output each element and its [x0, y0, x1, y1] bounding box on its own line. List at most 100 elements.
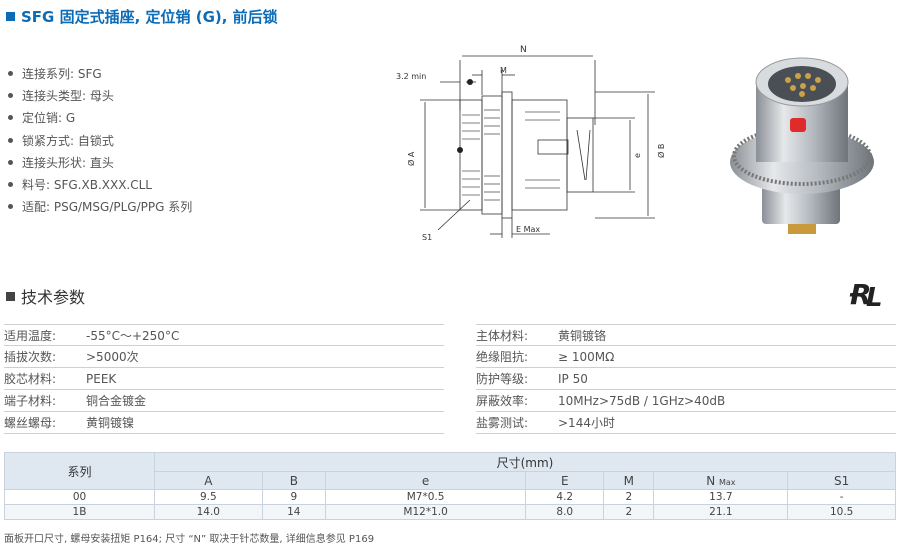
param-row: 螺丝螺母: 黄铜镀镍: [4, 412, 444, 434]
table-cell: 1B: [4, 504, 155, 520]
table-cell: 4.2: [525, 489, 605, 505]
spec-text: 定位销: G: [22, 111, 76, 126]
dim-min-label: 3.2 min: [396, 72, 426, 81]
col-header-s1: S1: [787, 471, 896, 490]
param-row: 防护等级: IP 50: [476, 368, 896, 390]
series-header: 系列: [4, 452, 155, 490]
param-value: 黄铜镀镍: [86, 416, 135, 430]
param-label: 适用温度:: [4, 328, 57, 343]
dim-e-label: e: [633, 153, 642, 158]
param-label: 防护等级:: [476, 372, 529, 386]
col-header-n-suffix: Max: [719, 477, 736, 487]
spec-item: 连接头类型: 母头: [8, 84, 192, 106]
title-marker: [6, 12, 15, 21]
spec-item: 料号: SFG.XB.XXX.CLL: [8, 173, 192, 195]
param-row: 胶芯材料: PEEK: [4, 368, 444, 390]
spec-text: 锁紧方式: 自锁式: [22, 133, 114, 148]
table-cell: M12*1.0: [325, 504, 527, 520]
col-header-n-text: N: [706, 473, 716, 488]
table-row: 1B 14.0 14 M12*1.0 8.0 2 21.1 10.5: [4, 504, 896, 520]
param-row: 插拔次数:>5000次: [4, 346, 444, 368]
footnote: 面板开口尺寸, 螺母安装扭矩 P164; 尺寸 “N” 取决于针芯数量, 详细信…: [4, 534, 375, 545]
table-cell: 10.5: [787, 504, 896, 520]
param-label: 端子材料:: [4, 394, 57, 408]
section-marker: [6, 291, 15, 301]
param-label: 盐雾测试:: [476, 416, 529, 430]
section-title: 技术参数: [6, 284, 85, 308]
param-value: >5000次: [86, 350, 139, 364]
param-value: 黄铜镀铬: [558, 328, 607, 343]
params-left: 适用温度:-55°C～+250°C 插拔次数:>5000次 胶芯材料:PEEK …: [4, 324, 444, 434]
table-cell: 14: [261, 504, 327, 520]
col-header-e: E: [525, 471, 605, 490]
dim-n-label: N: [520, 45, 527, 55]
param-label: 主体材料:: [476, 328, 529, 343]
param-label: 屏蔽效率:: [476, 394, 529, 408]
param-value: PEEK: [86, 371, 117, 386]
param-value: IP 50: [558, 371, 588, 386]
bullet-icon: [8, 159, 13, 165]
spec-text: 连接头形状: 直头: [22, 155, 114, 170]
param-value: 铜合金镀金: [86, 394, 147, 408]
spec-item: 连接系列: SFG: [8, 62, 192, 84]
param-value: >144小时: [558, 416, 615, 430]
param-value: ≥ 100MΩ: [558, 349, 615, 364]
dim-a-label: Ø A: [406, 151, 416, 166]
spec-text: 料号: SFG.XB.XXX.CLL: [22, 178, 152, 193]
bullet-icon: [8, 182, 13, 188]
bullet-icon: [8, 115, 13, 121]
dim-m-label: M: [500, 66, 507, 75]
col-header-a: A: [154, 471, 263, 490]
col-header-m: M: [603, 471, 655, 490]
param-row: 屏蔽效率: 10MHz>75dB / 1GHz>40dB: [476, 390, 896, 412]
size-header: 尺寸(mm): [154, 452, 896, 472]
col-header-b: B: [261, 471, 327, 490]
bullet-icon: [8, 70, 13, 76]
spec-item: 连接头形状: 直头: [8, 151, 192, 173]
svg-text:L: L: [866, 283, 883, 312]
spec-item: 锁紧方式: 自锁式: [8, 129, 192, 151]
table-cell: M7*0.5: [325, 489, 527, 505]
section-title-text: 技术参数: [21, 288, 86, 307]
param-row: 主体材料: 黄铜镀铬: [476, 324, 896, 346]
table-row: 00 9.5 9 M7*0.5 4.2 2 13.7 -: [4, 489, 896, 505]
page-title: SFG 固定式插座, 定位销 (G), 前后锁: [6, 6, 278, 27]
table-cell: 21.1: [653, 504, 789, 520]
table-cell: 8.0: [525, 504, 605, 520]
connector-photo: [730, 57, 874, 234]
table-cell: 00: [4, 489, 155, 505]
param-row: 端子材料: 铜合金镀金: [4, 390, 444, 412]
ul-certification-logo: Ɍ L: [849, 278, 883, 312]
spec-text: 连接头类型: 母头: [22, 88, 114, 103]
param-row: 绝缘阻抗: ≥ 100MΩ: [476, 346, 896, 368]
param-value: 10MHz>75dB / 1GHz>40dB: [558, 393, 726, 408]
spec-text: 适配: PSG/MSG/PLG/PPG 系列: [22, 200, 193, 215]
bullet-icon: [8, 137, 13, 143]
table-cell: 14.0: [154, 504, 263, 520]
svg-text:Ɍ: Ɍ: [849, 278, 872, 311]
dim-s1-label: S1: [422, 233, 432, 240]
param-label: 胶芯材料:: [4, 372, 57, 386]
dimension-table: 系列 尺寸(mm) A B e E M N Max S1 00 9.5 9 M7…: [4, 452, 896, 520]
param-label: 螺丝螺母:: [4, 416, 57, 430]
technical-drawing: N M 3.2 min Ø A Ø B e S1 E Max: [396, 45, 666, 240]
page-title-text: SFG 固定式插座, 定位销 (G), 前后锁: [21, 8, 278, 26]
table-cell: 9.5: [154, 489, 263, 505]
col-header-n: N Max: [653, 471, 789, 490]
dim-b-label: Ø B: [656, 144, 666, 158]
spec-item: 适配: PSG/MSG/PLG/PPG 系列: [8, 196, 192, 218]
spec-text: 连接系列: SFG: [22, 66, 102, 81]
spec-list: 连接系列: SFG 连接头类型: 母头 定位销: G 锁紧方式: 自锁式 连接头…: [8, 62, 192, 218]
param-row: 适用温度:-55°C～+250°C: [4, 324, 444, 346]
param-row: 盐雾测试: >144小时: [476, 412, 896, 434]
param-label: 绝缘阻抗:: [476, 350, 529, 364]
dim-emax-label: E Max: [516, 225, 540, 234]
spec-item: 定位销: G: [8, 107, 192, 129]
bullet-icon: [8, 92, 13, 98]
params-right: 主体材料: 黄铜镀铬 绝缘阻抗: ≥ 100MΩ 防护等级: IP 50 屏蔽效率: 1…: [476, 324, 896, 434]
bullet-icon: [8, 204, 13, 210]
col-header-e-small: e: [325, 471, 527, 490]
table-cell: 2: [603, 504, 655, 520]
table-cell: 13.7: [653, 489, 789, 505]
table-cell: 2: [603, 489, 655, 505]
